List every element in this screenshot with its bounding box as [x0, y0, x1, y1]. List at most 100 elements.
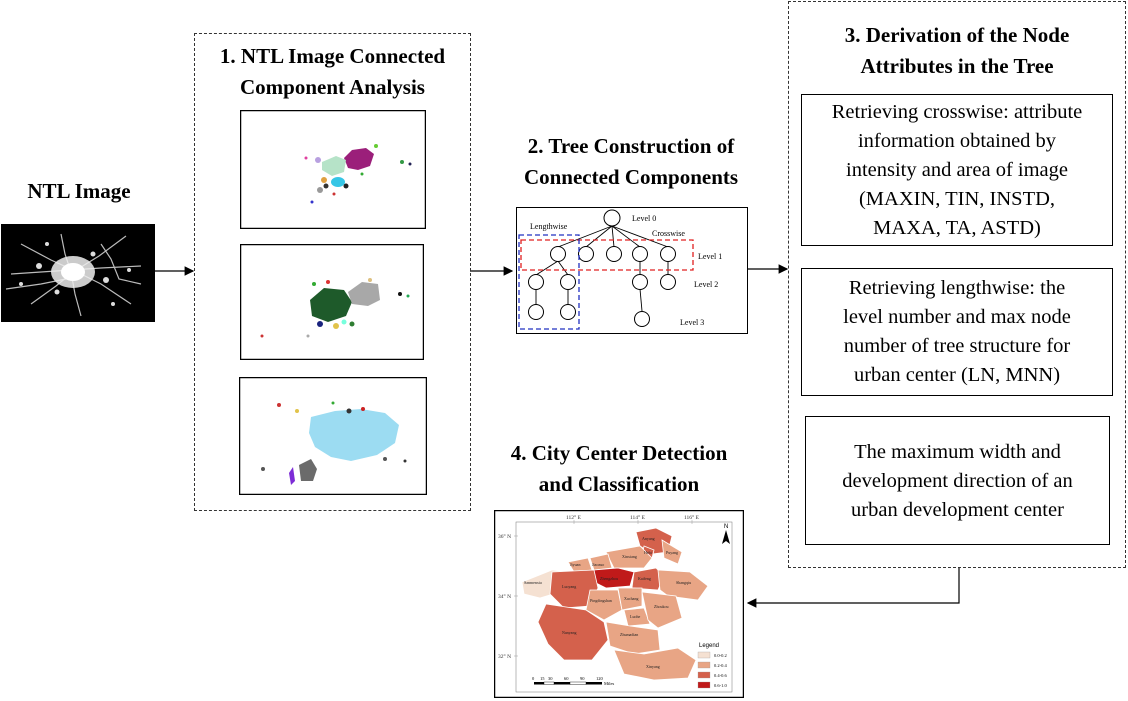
scale-bar: 0 15 30 60 90 120 Miles	[532, 676, 614, 686]
city-label-pingdingshan: Pingdingshan	[590, 598, 612, 603]
lon-label-2: 114° E	[630, 514, 646, 521]
connected-component-image-3	[239, 377, 427, 495]
connected-component-image-2	[240, 244, 424, 360]
city-label-nanyang: Nanyang	[562, 630, 576, 635]
region-puyang	[661, 539, 683, 565]
region-pingdingshan	[585, 589, 623, 621]
svg-text:0: 0	[532, 676, 535, 681]
step2-title-line2: Connected Components	[523, 165, 739, 189]
svg-text:60: 60	[564, 676, 569, 681]
region-shangqiu	[657, 569, 709, 601]
tree-node-l2-2	[560, 274, 576, 290]
tree-diagram: Level 0 Lengthwise Crosswise Level 1 Lev…	[516, 207, 748, 334]
crosswise-line1: Retrieving crosswise: attribute	[831, 101, 1083, 123]
step1-panel	[194, 33, 471, 511]
width-line2: development direction of an	[842, 470, 1073, 492]
step3-panel	[788, 1, 1126, 568]
region-xinxiang	[605, 545, 653, 569]
lengthwise-highlight	[518, 234, 580, 330]
tree-node-l3-1	[528, 304, 544, 320]
city-label-puyang: Puyang	[666, 550, 678, 555]
region-zhumadian	[605, 621, 661, 655]
lat-label-2: 34° N	[498, 593, 511, 600]
label-crosswise: Crosswise	[652, 229, 685, 238]
tree-node-l3-3	[634, 311, 650, 327]
lengthwise-line2: level number and max node	[843, 306, 1071, 328]
region-zhoukou	[641, 591, 683, 629]
tree-node-l1-1	[550, 246, 566, 262]
tree-node-l2-3	[632, 274, 648, 290]
region-xinyang	[613, 647, 697, 681]
city-label-sanmenxia: Sanmenxia	[524, 580, 542, 585]
tree-node-l2-4	[660, 274, 676, 290]
width-line1: The maximum width and	[854, 441, 1061, 463]
lengthwise-attributes-box: Retrieving lengthwise: the level number …	[801, 268, 1113, 396]
label-level2: Level 2	[694, 280, 718, 289]
city-label-jiyuan: Jiyuan	[570, 562, 580, 567]
svg-text:0.6-1.0: 0.6-1.0	[714, 683, 727, 688]
step1-title-line2: Component Analysis	[240, 75, 425, 99]
lengthwise-line4: urban center (LN, MNN)	[853, 364, 1061, 386]
city-label-jiaozuo: Jiaozuo	[592, 562, 604, 567]
crosswise-line4: (MAXIN, TIN, INSTD,	[858, 188, 1056, 210]
tree-node-root	[603, 209, 621, 227]
lon-label-1: 112° E	[566, 514, 582, 521]
crosswise-attributes-box: Retrieving crosswise: attribute informat…	[801, 94, 1113, 246]
tree-node-l2-1	[528, 274, 544, 290]
city-label-zhoukou: Zhoukou	[654, 604, 668, 609]
tree-node-l1-3	[606, 246, 622, 262]
lengthwise-line1: Retrieving lengthwise: the	[848, 277, 1066, 299]
city-label-zhengzhou: Zhengzhou	[600, 576, 618, 581]
city-label-xuchang: Xuchang	[624, 596, 638, 601]
label-lengthwise: Lengthwise	[530, 222, 568, 231]
step4-title-line2: and Classification	[538, 472, 700, 496]
crosswise-line5: MAXA, TA, ASTD)	[873, 217, 1041, 239]
step3-title-line1: 3. Derivation of the Node	[844, 23, 1070, 47]
label-level3: Level 3	[680, 318, 704, 327]
city-classification-map: 112° E 114° E 116° E 36° N 34° N 32° N A…	[494, 510, 744, 698]
city-label-xinxiang: Xinxiang	[622, 554, 637, 559]
tree-node-l1-2	[578, 246, 594, 262]
label-level0: Level 0	[632, 214, 656, 223]
tree-node-l1-5	[660, 246, 676, 262]
lat-label-1: 36° N	[498, 533, 511, 540]
step1-title: 1. NTL Image Connected Component Analysi…	[194, 41, 471, 103]
svg-text:0.2-0.4: 0.2-0.4	[714, 663, 727, 668]
tree-node-l1-4	[632, 246, 648, 262]
svg-text:N: N	[724, 524, 728, 530]
city-label-xinyang: Xinyang	[646, 664, 660, 669]
crosswise-line2: information obtained by	[857, 130, 1057, 152]
region-jiaozuo	[589, 553, 613, 571]
city-label-luohe: Luohe	[630, 614, 640, 619]
step3-title-line2: Attributes in the Tree	[860, 54, 1054, 78]
ntl-image	[1, 224, 155, 322]
svg-text:Miles: Miles	[604, 681, 614, 686]
north-arrow-icon: N	[722, 524, 730, 544]
lat-label-3: 32° N	[498, 653, 511, 660]
map-legend: Legend 0.0-0.2 0.2-0.4 0.4-0.6 0.6-1.0	[697, 643, 727, 689]
region-nanyang	[537, 603, 609, 661]
svg-text:30: 30	[548, 676, 553, 681]
city-label-kaifeng: Kaifeng	[638, 576, 651, 581]
svg-text:90: 90	[580, 676, 585, 681]
svg-text:Legend: Legend	[699, 643, 719, 649]
width-direction-box: The maximum width and development direct…	[805, 416, 1110, 545]
crosswise-line3: intensity and area of image	[846, 159, 1068, 181]
svg-text:15: 15	[540, 676, 545, 681]
lengthwise-line3: number of tree structure for	[843, 335, 1071, 357]
ntl-title: NTL Image	[27, 179, 131, 203]
region-luohe	[623, 607, 651, 627]
arrow-step3-to-step4	[746, 568, 960, 608]
lon-label-3: 116° E	[684, 514, 700, 521]
step4-title: 4. City Center Detection and Classificat…	[476, 438, 762, 500]
tree-node-l3-2	[560, 304, 576, 320]
connected-component-image-1	[240, 110, 426, 229]
label-level1: Level 1	[698, 252, 722, 261]
step3-title: 3. Derivation of the Node Attributes in …	[788, 20, 1126, 82]
city-label-shangqiu: Shangqiu	[676, 580, 691, 585]
city-label-hebi: Hebi	[644, 550, 653, 555]
city-label-anyang: Anyang	[642, 536, 655, 541]
crosswise-highlight	[520, 239, 694, 271]
svg-text:0.4-0.6: 0.4-0.6	[714, 673, 727, 678]
